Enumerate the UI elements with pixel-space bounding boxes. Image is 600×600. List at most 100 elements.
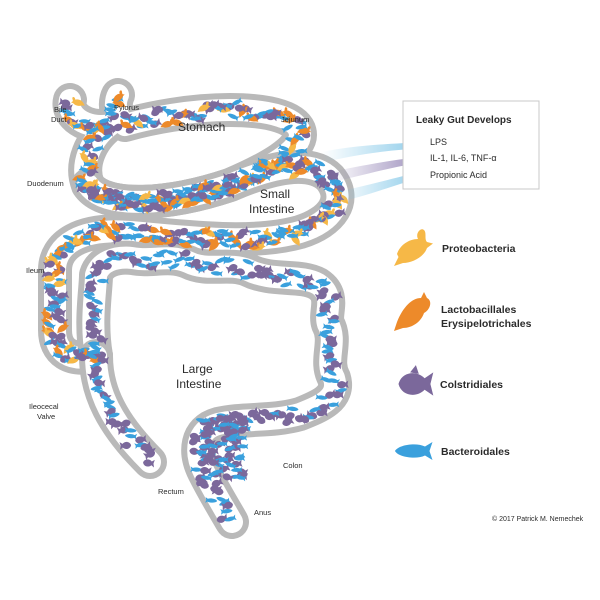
bacteroidales-fish-icon: [276, 273, 289, 282]
bacteroidales-fish-icon: [49, 252, 62, 260]
callout-box: [402, 100, 540, 190]
bacteroidales-fish-icon: [286, 405, 299, 412]
colstridiales-fish-icon: [238, 242, 251, 252]
colstridiales-fish-icon: [112, 190, 125, 201]
colstridiales-fish-icon: [332, 391, 344, 399]
colstridiales-fish-icon: [100, 262, 112, 271]
colstridiales-fish-icon: [224, 451, 236, 459]
bacteroidales-fish-icon: [127, 117, 140, 125]
proteobacteria-bird-icon: [71, 97, 85, 106]
colstridiales-fish-icon: [205, 451, 217, 460]
label-ileocecal-line1: Ileocecal: [29, 402, 59, 411]
bacteroidales-fish-icon: [104, 110, 117, 117]
colstridiales-fish-icon: [196, 479, 209, 489]
bacteroidales-fish-icon: [218, 421, 230, 427]
bacteroidales-fish-icon: [220, 103, 234, 110]
lactobacillales-bird-icon: [169, 195, 181, 208]
colstridiales-fish-icon: [110, 234, 123, 245]
colstridiales-fish-icon: [107, 112, 120, 124]
bacteroidales-fish-icon: [144, 198, 157, 205]
bacteroidales-fish-icon: [277, 143, 290, 152]
label-jejunum: Jejunum: [281, 115, 309, 124]
colstridiales-fish-icon: [110, 123, 123, 134]
bacteroidales-fish-icon: [318, 330, 331, 339]
colstridiales-fish-icon: [233, 266, 246, 276]
colstridiales-fish-icon: [154, 204, 167, 215]
bacteroidales-fish-icon: [281, 168, 294, 175]
colstridiales-fish-icon: [202, 104, 215, 116]
lactobacillales-bird-icon: [282, 107, 294, 120]
colstridiales-fish-icon: [211, 486, 224, 496]
colstridiales-fish-icon: [82, 121, 95, 132]
bacteroidales-fish-icon: [51, 351, 65, 359]
bacteroidales-fish-icon: [148, 261, 161, 268]
bacteroidales-fish-icon: [217, 190, 230, 197]
lactobacillales-bird-icon: [158, 226, 173, 236]
colstridiales-fish-icon: [204, 428, 216, 437]
bacteroidales-fish-icon: [318, 281, 331, 289]
bacteroidales-fish-icon: [225, 462, 237, 470]
bacteroidales-fish-icon: [74, 182, 88, 189]
colstridiales-fish-icon: [294, 160, 307, 170]
colstridiales-fish-icon: [113, 221, 126, 231]
colstridiales-fish-icon: [222, 473, 235, 483]
bacteroidales-fish-icon: [228, 422, 241, 430]
lactobacillales-bird-icon: [296, 126, 312, 134]
colstridiales-fish-icon: [60, 352, 73, 363]
bacteroidales-fish-icon: [193, 239, 206, 249]
bacteroidales-fish-icon: [212, 231, 224, 240]
bacteroidales-fish-icon: [195, 449, 208, 456]
bacteroidales-fish-icon: [190, 466, 203, 473]
legend-label-erysipelotrichales: Erysipelotrichales: [441, 318, 532, 330]
colstridiales-fish-icon: [189, 435, 202, 446]
bacteroidales-fish-icon: [319, 202, 332, 210]
colstridiales-fish-icon: [129, 258, 142, 269]
label-ileum: Ileum: [26, 266, 44, 275]
lactobacillales-bird-icon: [109, 220, 121, 234]
colstridiales-fish-icon: [118, 419, 131, 429]
colstridiales-fish-icon: [209, 417, 222, 428]
bacteroidales-fish-icon: [327, 401, 340, 408]
bacteroidales-fish-icon: [224, 514, 237, 522]
colstridiales-fish-icon: [208, 459, 220, 467]
label-bile-duct-line1: Bile: [54, 105, 67, 114]
colstridiales-fish-icon: [196, 237, 209, 247]
colstridiales-fish-icon: [207, 260, 220, 272]
legend-bacteroidales: Bacteroidales: [395, 442, 510, 460]
colstridiales-fish-icon: [220, 501, 233, 511]
bacteroidales-fish-icon: [209, 425, 222, 431]
bacteroidales-fish-icon: [323, 184, 336, 193]
bacteroidales-fish-icon: [280, 280, 293, 288]
label-large-intestine-line1: Large: [182, 362, 213, 376]
colstridiales-fish-icon: [171, 111, 184, 121]
proteobacteria-bird-icon: [138, 190, 153, 201]
bacteroidales-fish-icon: [44, 321, 57, 330]
lactobacillales-bird-icon: [57, 321, 70, 334]
bacteroidales-fish-icon: [322, 323, 335, 330]
colstridiales-fish-icon: [334, 208, 347, 217]
bacteroidales-fish-icon: [54, 340, 67, 349]
bacteroidales-fish-icon: [87, 223, 100, 230]
colstridiales-fish-icon: [89, 261, 102, 272]
label-pylorus: Pylorus: [114, 103, 139, 112]
proteobacteria-bird-icon: [85, 179, 100, 189]
colstridiales-fish-icon: [86, 370, 99, 381]
bacteroidales-fish-icon: [77, 347, 90, 354]
proteobacteria-bird-icon: [288, 140, 297, 156]
bacteroidales-fish-icon: [123, 221, 135, 228]
lactobacillales-bird-icon: [113, 90, 125, 103]
colstridiales-fish-icon: [283, 267, 296, 277]
colstridiales-fish-icon: [200, 467, 212, 475]
colstridiales-fish-icon: [282, 416, 295, 426]
bacteroidales-fish-icon: [228, 242, 241, 250]
colstridiales-fish-icon: [332, 183, 345, 193]
bacteroidales-fish-icon: [223, 237, 236, 244]
colstridiales-fish-icon: [293, 116, 306, 126]
bacteroidales-fish-icon: [281, 124, 293, 134]
callout-item-cytokines: IL-1, IL-6, TNF-α: [430, 153, 497, 163]
bacteroidales-fish-icon: [220, 509, 233, 515]
label-stomach: Stomach: [178, 120, 225, 134]
colstridiales-fish-icon: [188, 258, 201, 269]
legend-colstridiales: Colstridiales: [398, 365, 503, 396]
bacteroidales-fish-icon: [259, 173, 272, 182]
